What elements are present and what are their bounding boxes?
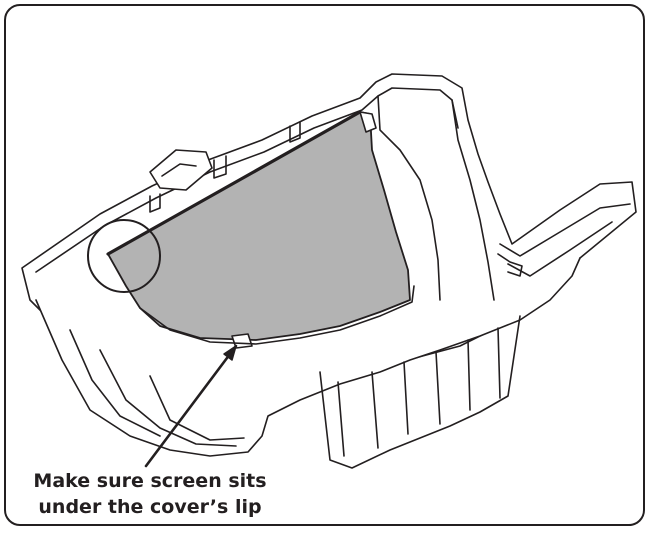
screen-curve-edge: [139, 285, 415, 345]
post-2: [213, 155, 227, 179]
rib-4: [435, 351, 441, 425]
rib-3: [403, 361, 409, 435]
callout-circle: [87, 219, 161, 293]
basket-right-side: [319, 315, 521, 469]
basket-hull-ridge-2: [99, 349, 237, 447]
instruction-caption: Make sure screen sits under the cover’s …: [10, 468, 290, 520]
filter-screen: [107, 111, 411, 341]
rim-right-edge: [499, 203, 631, 257]
basket-inner-rim: [35, 87, 459, 273]
cover-lip-right: [359, 111, 377, 133]
rib-5: [467, 339, 471, 411]
post-1: [149, 193, 161, 213]
leader-arrow: [144, 344, 238, 468]
basket-back-wall-2: [451, 99, 495, 301]
handle-left: [149, 149, 213, 191]
rib-6: [497, 327, 501, 399]
basket-hull-ridge-3: [149, 375, 245, 441]
rib-1: [337, 381, 345, 457]
leader-arrowhead: [223, 345, 237, 361]
caption-line-1: Make sure screen sits: [33, 470, 267, 492]
rim-right-edge-2: [507, 221, 613, 277]
rib-2: [371, 371, 379, 449]
rim-tab-right: [497, 253, 523, 277]
cover-lip-bottom: [231, 333, 253, 349]
handle-left-inner: [161, 163, 197, 177]
basket-hull-ridge-1: [69, 329, 161, 437]
caption-line-2: under the cover’s lip: [38, 496, 262, 518]
basket-back-wall: [377, 95, 441, 301]
post-3: [289, 121, 301, 143]
